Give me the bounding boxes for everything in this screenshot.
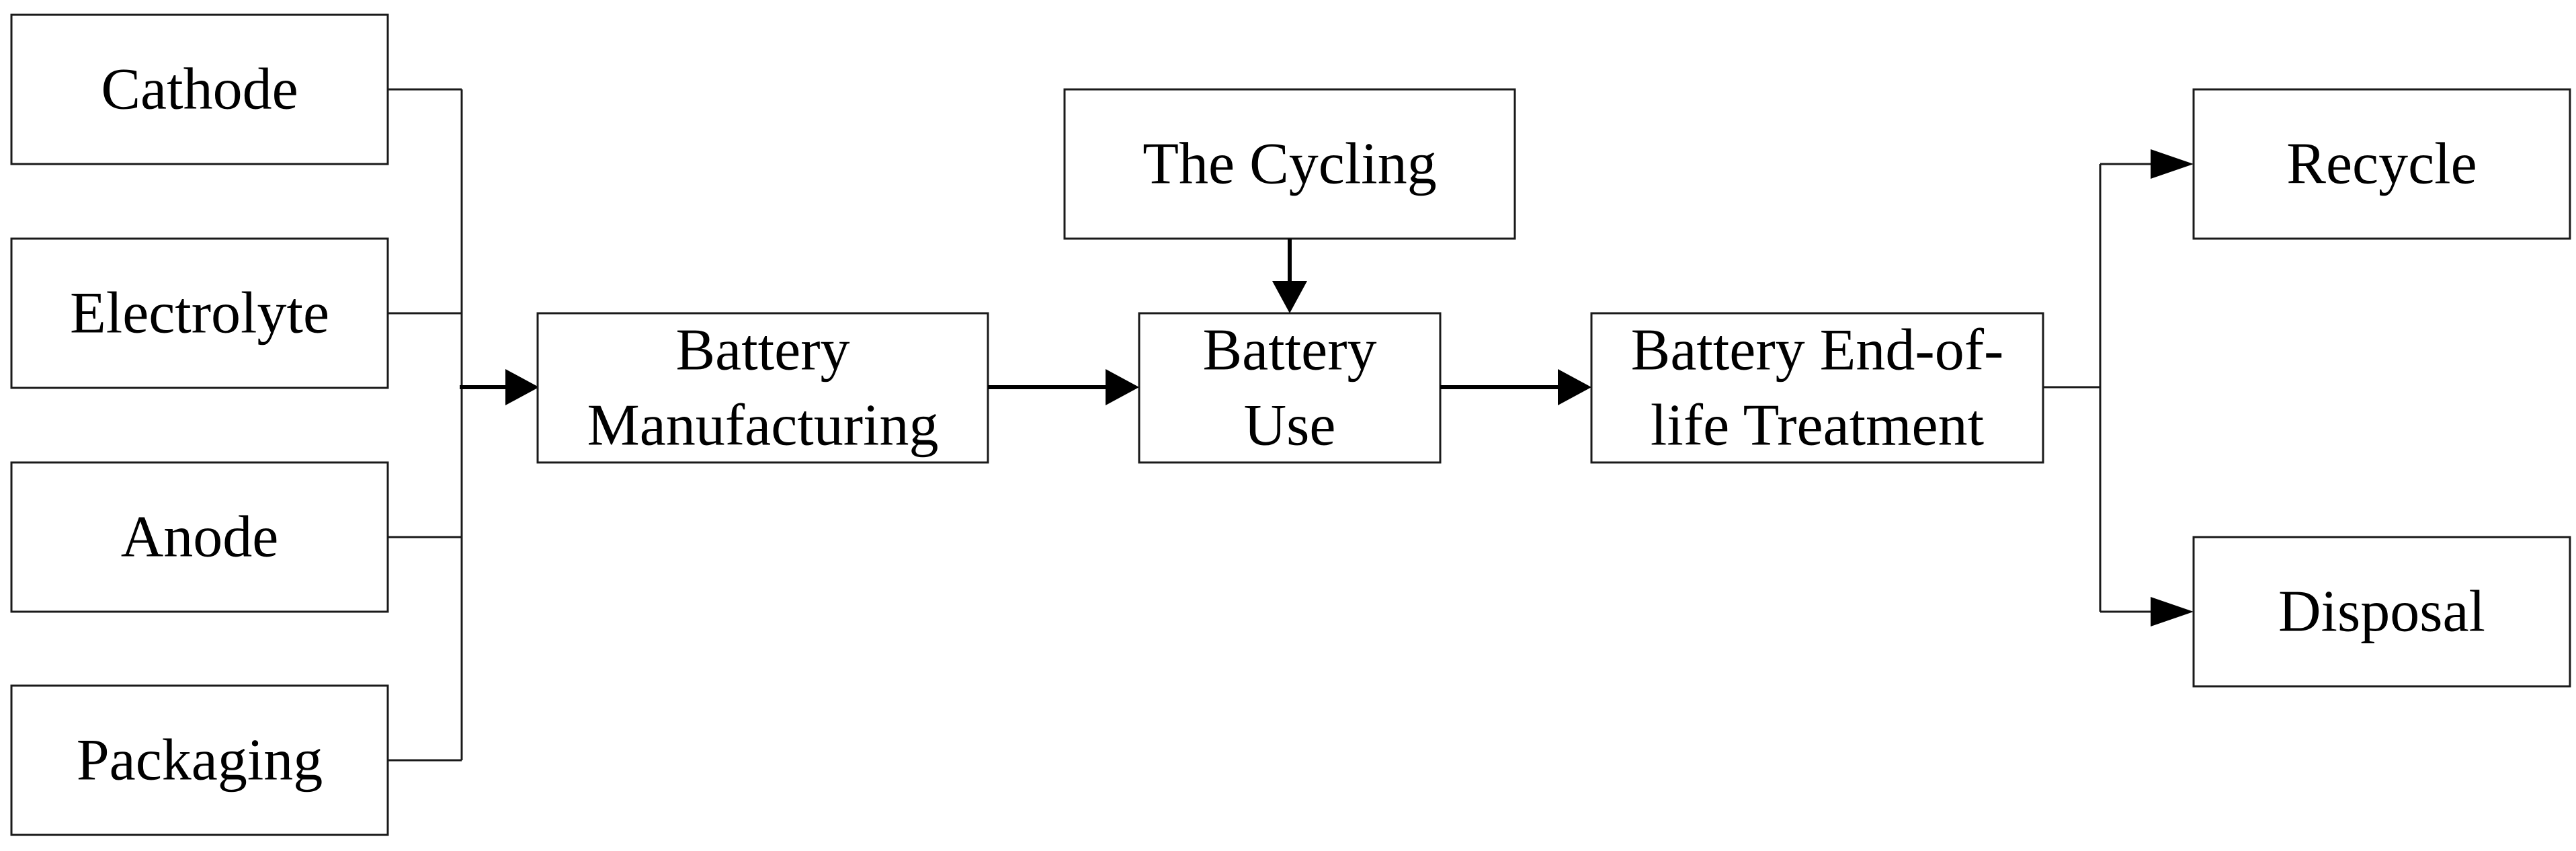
battery-manufacturing-label-line2: Manufacturing	[587, 393, 939, 458]
recycle-label: Recycle	[2286, 132, 2477, 197]
cathode-label: Cathode	[101, 57, 298, 122]
components-bus-connector	[388, 88, 463, 762]
anode-node: Anode	[10, 461, 389, 613]
arrow-use-to-end-of-life	[1440, 369, 1591, 405]
arrow-to-disposal	[2100, 597, 2194, 626]
anode-label: Anode	[121, 505, 279, 570]
arrow-manufacturing-to-use	[988, 369, 1139, 405]
battery-use-node: Battery Use	[1138, 312, 1442, 464]
battery-end-of-life-label-line2: life Treatment	[1651, 393, 1984, 458]
cycling-label: The Cycling	[1142, 132, 1436, 197]
battery-end-of-life-label-line1: Battery End-of-	[1631, 318, 2004, 383]
arrow-to-manufacturing	[460, 369, 539, 405]
electrolyte-node: Electrolyte	[10, 237, 389, 389]
recycle-node: Recycle	[2192, 88, 2571, 240]
battery-manufacturing-node: Battery Manufacturing	[536, 312, 989, 464]
arrow-cycling-to-use	[1272, 239, 1307, 313]
battery-use-label-line2: Use	[1244, 393, 1336, 458]
electrolyte-label: Electrolyte	[70, 281, 329, 346]
end-of-life-branch-connector	[2043, 164, 2102, 612]
packaging-label: Packaging	[77, 728, 323, 793]
cathode-node: Cathode	[10, 13, 389, 165]
cycling-node: The Cycling	[1063, 88, 1516, 240]
arrow-to-recycle	[2100, 149, 2194, 179]
disposal-node: Disposal	[2192, 536, 2571, 688]
disposal-label: Disposal	[2278, 579, 2485, 645]
battery-use-label-line1: Battery	[1202, 318, 1376, 383]
battery-end-of-life-node: Battery End-of- life Treatment	[1590, 312, 2044, 464]
battery-manufacturing-label-line1: Battery	[675, 318, 849, 383]
packaging-node: Packaging	[10, 684, 389, 836]
